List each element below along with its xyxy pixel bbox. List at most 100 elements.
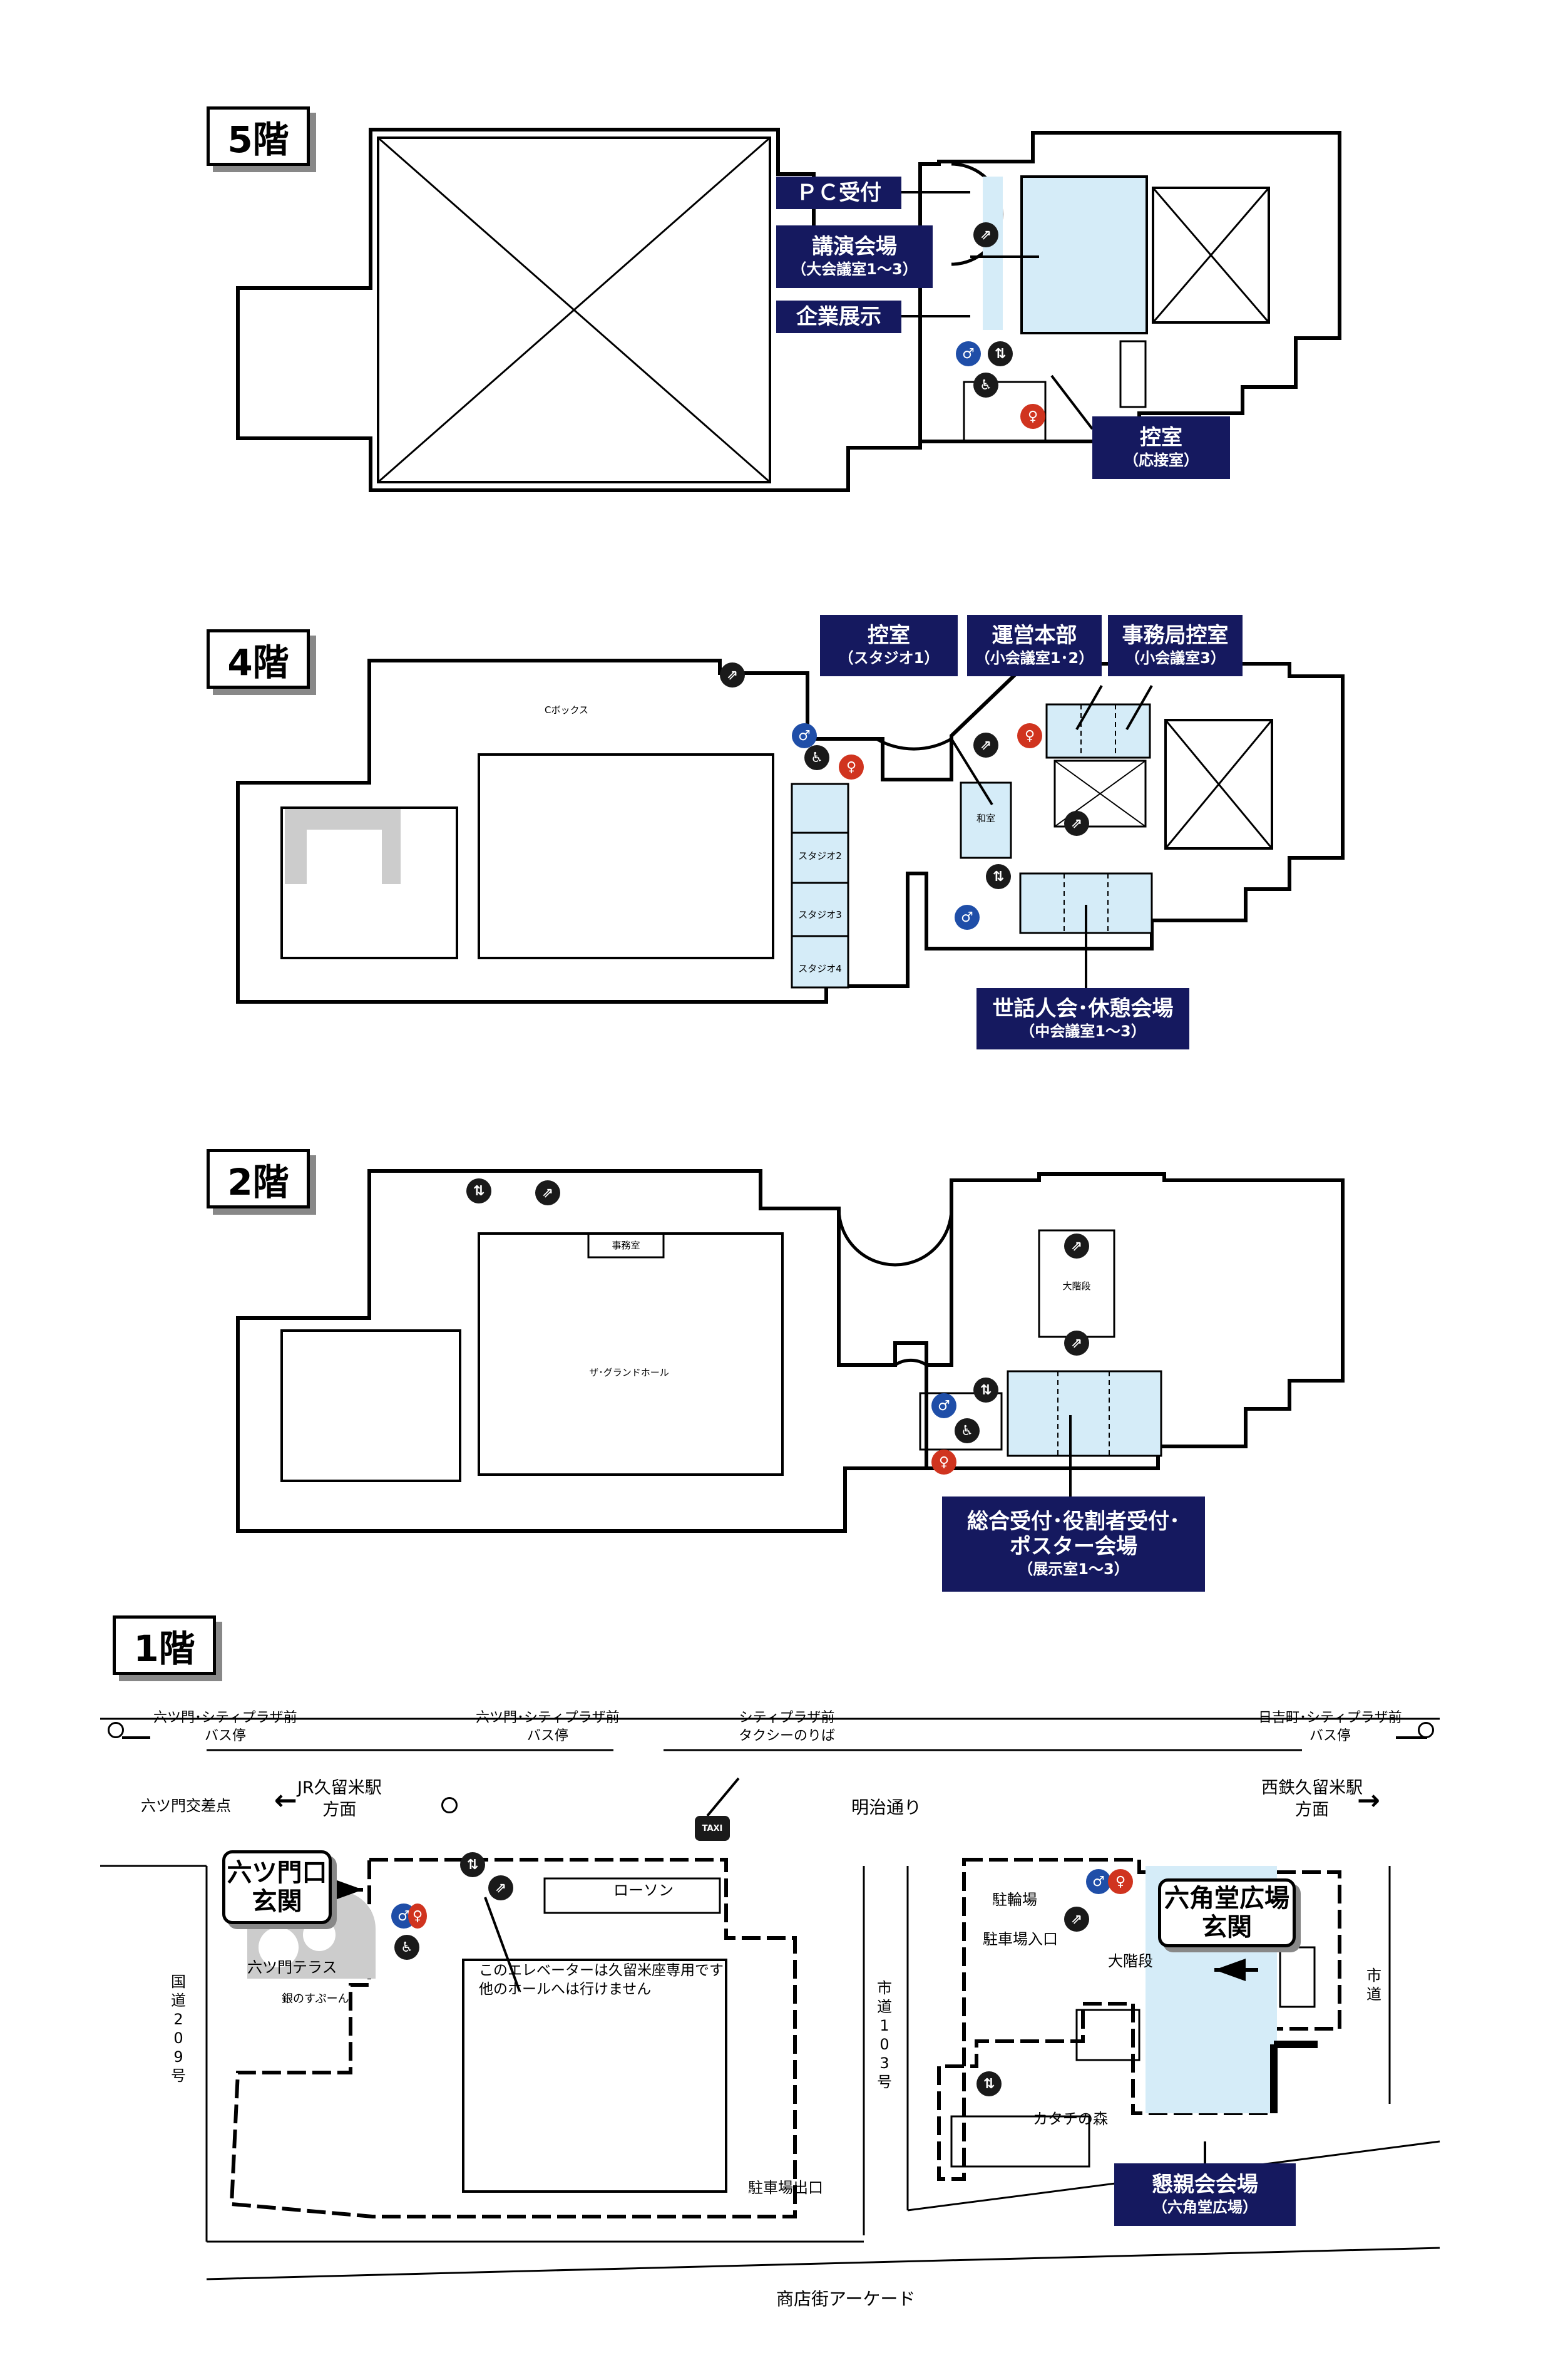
- label-sub: （スタジオ1）: [838, 649, 940, 667]
- entrance-line1: 六角堂広場: [1164, 1884, 1289, 1913]
- elevator-note-line2: 他のホールへは行けません: [479, 1981, 652, 1997]
- floor5-outline: [236, 128, 1341, 492]
- label-sub: （応接室）: [1124, 451, 1199, 469]
- label-main: 懇親会会場: [1152, 2172, 1258, 2197]
- women-restroom-icon: ♀: [839, 755, 864, 780]
- bus-stop-line2: バス停: [526, 1728, 568, 1744]
- wheelchair-icon: ♿: [955, 1418, 980, 1443]
- label-main: 控室: [868, 623, 910, 648]
- direction-jr-kurume: JR久留米駅 方面: [297, 1777, 382, 1821]
- label-sub: （大会議室1～3）: [791, 260, 918, 278]
- arrow-icon: ←: [274, 1785, 297, 1816]
- direction-line2: 方面: [322, 1800, 357, 1820]
- direction-nishitetsu-kurume: 西鉄久留米駅 方面: [1261, 1777, 1363, 1821]
- wheelchair-icon: ♿: [973, 373, 998, 398]
- wheelchair-icon: ♿: [804, 745, 829, 770]
- street-city-road: 市道: [1366, 1967, 1381, 2003]
- elevator-note-line1: このエレベーターは久留米座専用です: [479, 1962, 724, 1979]
- bus-stop-hiyoshicho: 日吉町･シティプラザ前 バス停: [1258, 1709, 1402, 1745]
- leader-lines: [122, 191, 1427, 2166]
- bus-stop-icon: [1418, 1722, 1434, 1738]
- bus-stop-line2: バス停: [1309, 1728, 1351, 1744]
- place-gin-no-spoon: 銀のすぷーん: [282, 1992, 349, 2006]
- elevator-icon: ⇅: [988, 341, 1013, 366]
- label-sub: （展示室1～3）: [1018, 1560, 1129, 1579]
- label-corporate-exhibit: 企業展示: [776, 301, 901, 333]
- wheelchair-icon: ♿: [394, 1935, 419, 1960]
- room-studio-2: スタジオ2: [798, 850, 842, 862]
- label-waiting-room-5f: 控室 （応接室）: [1092, 416, 1230, 479]
- floor-tag-1f: 1階: [113, 1615, 216, 1675]
- taxi-line2: タクシーのりば: [739, 1728, 836, 1744]
- bus-stop-line1: 六ツ門･シティプラザ前: [476, 1710, 620, 1726]
- taxi-stand: シティプラザ前 タクシーのりば: [739, 1709, 835, 1745]
- street-mutsumon-intersection: 六ツ門交差点: [141, 1797, 231, 1815]
- escalator-icon: ⇗: [1064, 1234, 1089, 1259]
- women-restroom-icon: ♀: [931, 1450, 956, 1475]
- elevator-note: このエレベーターは久留米座専用です 他のホールへは行けません: [479, 1962, 724, 1999]
- room-studio-3: スタジオ3: [798, 909, 842, 920]
- men-restroom-icon: ♂: [931, 1393, 956, 1418]
- entrance-arrow-lines: [332, 1888, 1258, 1972]
- street-city-road-103: 市道103号: [877, 1979, 892, 2091]
- men-restroom-icon: ♂: [956, 341, 981, 366]
- escalator-icon: ⇗: [973, 733, 998, 758]
- label-organizers-lounge: 世話人会･休憩会場 （中会議室1～3）: [976, 988, 1189, 1049]
- place-parking-entrance: 駐車場入口: [983, 1930, 1058, 1948]
- direction-line1: 西鉄久留米駅: [1261, 1778, 1363, 1798]
- label-sub: （六角堂広場）: [1152, 2198, 1258, 2216]
- place-bicycle-parking: 駐輪場: [992, 1891, 1037, 1909]
- floor-tag-4f: 4階: [207, 629, 310, 689]
- street-shopping-arcade: 商店街アーケード: [776, 2289, 916, 2309]
- elevator-icon: ⇅: [973, 1378, 998, 1403]
- escalator-icon: ⇗: [1064, 811, 1089, 836]
- elevator-icon: ⇅: [986, 864, 1011, 889]
- street-route-209: 国道209号: [171, 1973, 186, 2084]
- place-grand-stairs-1f: 大階段: [1108, 1952, 1153, 1970]
- taxi-icon: TAXI: [695, 1816, 730, 1841]
- escalator-icon: ⇗: [1064, 1907, 1089, 1932]
- label-main: 企業展示: [796, 304, 881, 329]
- label-reception-party: 懇親会会場 （六角堂広場）: [1114, 2163, 1296, 2226]
- label-operations-hq: 運営本部 （小会議室1･2）: [967, 615, 1102, 676]
- bus-stop-line1: 六ツ門･シティプラザ前: [153, 1710, 297, 1726]
- escalator-icon: ⇗: [720, 662, 745, 688]
- entrance-line1: 六ツ門口: [227, 1858, 327, 1887]
- label-sub: （中会議室1～3）: [1020, 1022, 1146, 1040]
- label-main: 講演会場: [812, 234, 897, 259]
- bus-stop-mutsumon-front: 六ツ門･シティプラザ前 バス停: [476, 1709, 620, 1745]
- women-restroom-icon: ♀: [1017, 723, 1042, 748]
- floor-tag-2f: 2階: [207, 1149, 310, 1208]
- street-meiji-dori: 明治通り: [851, 1797, 922, 1818]
- label-main: 世話人会･休憩会場: [992, 996, 1174, 1021]
- men-restroom-icon: ♂: [955, 905, 980, 930]
- room-grand-hall: ザ･グランドホール: [589, 1367, 669, 1378]
- label-general-reception: 総合受付･役割者受付･ ポスター会場 （展示室1～3）: [942, 1497, 1205, 1592]
- elevator-icon: ⇅: [466, 1178, 491, 1203]
- bus-stop-line1: 日吉町･シティプラザ前: [1258, 1710, 1402, 1726]
- entrance-rokkakudo: 六角堂広場 玄関: [1158, 1878, 1296, 1947]
- room-washitsu: 和室: [976, 813, 996, 824]
- room-grand-stairs-2f: 大階段: [1062, 1280, 1091, 1292]
- floor2-outline: [236, 1169, 1345, 1533]
- direction-line1: JR久留米駅: [297, 1778, 382, 1798]
- place-mutsumon-terrace: 六ツ門テラス: [247, 1959, 337, 1976]
- bus-stop-mutsumon-west: 六ツ門･シティプラザ前 バス停: [153, 1709, 297, 1745]
- elevator-icon: ⇅: [976, 2071, 1002, 2096]
- bus-stop-line2: バス停: [204, 1728, 246, 1744]
- label-main: 総合受付･役割者受付･: [967, 1508, 1180, 1534]
- escalator-icon: ⇗: [488, 1875, 513, 1900]
- label-main: 運営本部: [992, 623, 1077, 648]
- women-restroom-icon: ♀: [1020, 404, 1045, 429]
- label-main: 事務局控室: [1122, 623, 1229, 648]
- entrance-line2: 玄関: [1202, 1913, 1252, 1942]
- room-studio-4: スタジオ4: [798, 963, 842, 974]
- escalator-icon: ⇗: [1064, 1331, 1089, 1356]
- bus-stop-icon: [108, 1722, 124, 1738]
- floor4-outline: [236, 659, 1345, 1004]
- escalator-icon: ⇗: [535, 1180, 560, 1205]
- taxi-line1: シティプラザ前: [739, 1710, 835, 1726]
- place-parking-exit: 駐車場出口: [748, 2179, 823, 2197]
- room-c-box: Cボックス: [544, 704, 589, 716]
